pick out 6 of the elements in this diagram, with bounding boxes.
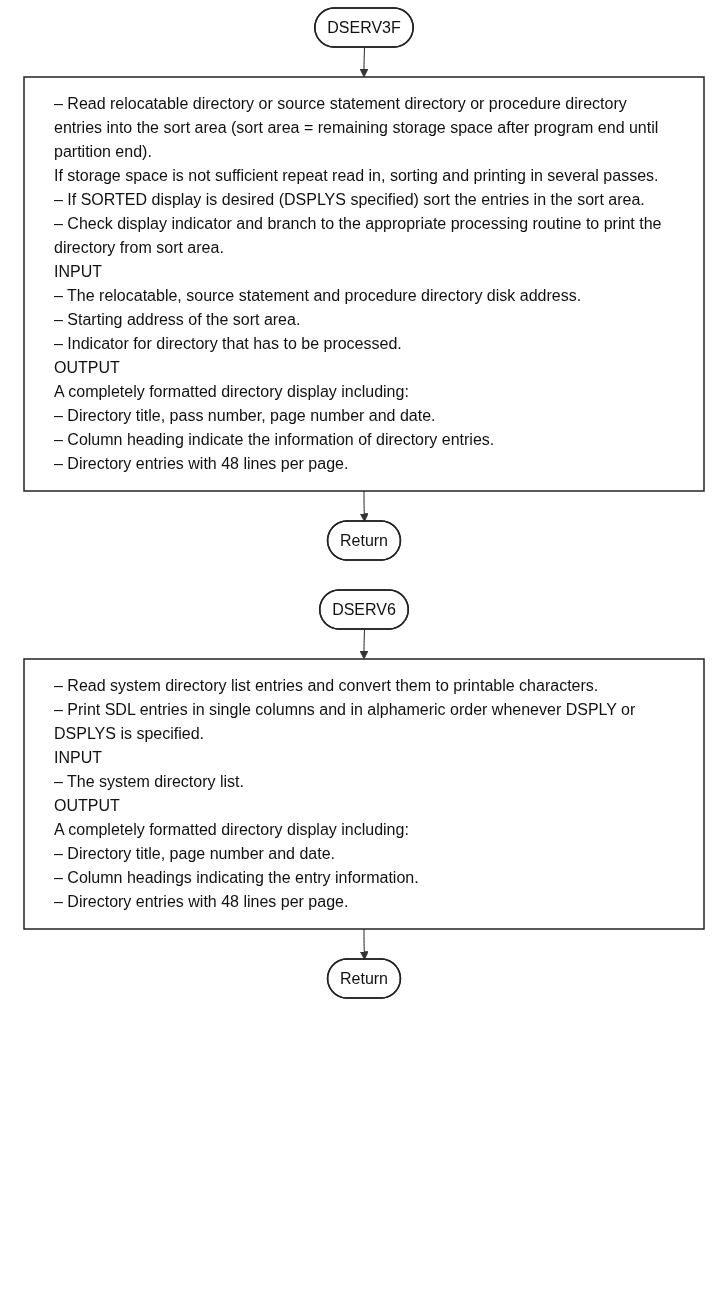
node-box: – Read relocatable directory or source statement directory or procedure directory entries into the sort area (sort area = remaining storage space after program end until partition end). If storage space is not sufficient repeat read in, sorting and printing in several passes. – If SORTED display is desired (DSPLYS specified) sort the entries in the sort area. – Check display indicator and branch to the appropriate processing routine to print the directory from sort area. INPUT – The relocatable, source statement and procedure directory disk address. – Starting address of the sort area. – Indicator for directory that has to be processed. OUTPUT A completely formatted directory display including: – Directory title, pass number, page number and date. – Column heading indicate the information of directory entries. – Directory entries with 48 lines per page. <box>23 76 705 492</box>
arrow <box>359 629 369 660</box>
arrow <box>359 928 369 960</box>
node-box: – Read system directory list entries and convert them to printable characters. – Print SDL entries in single columns and in alphameric order whenever DSPLY or DSPLYS is specified. INPUT – The system directory list. OUTPUT A completely formatted directory display including: – Directory title, page number and date. – Column headings indicating the entry information. – Directory entries with 48 lines per page. <box>23 658 705 930</box>
arrow <box>359 47 369 78</box>
arrow <box>359 490 369 522</box>
